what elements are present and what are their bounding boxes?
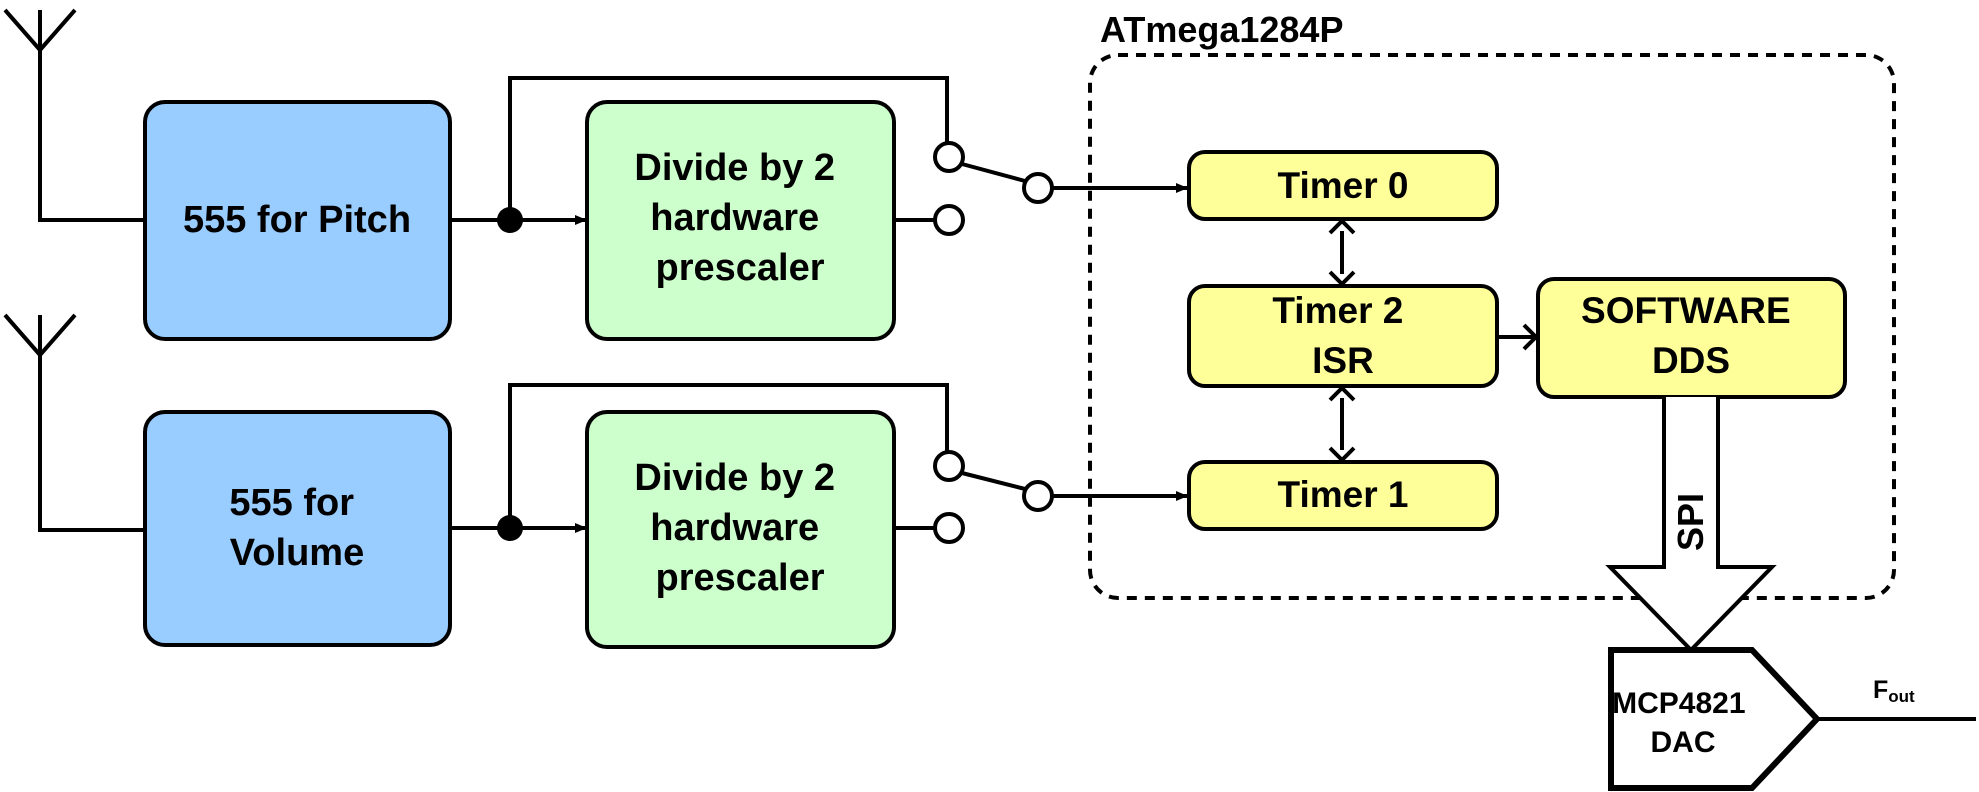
- timer2-isr-block: Timer 2 ISR: [1187, 284, 1499, 388]
- dds-label-line1: SOFTWARE: [1581, 290, 1791, 331]
- prescaler-pitch-label-line2: hardware: [650, 197, 819, 239]
- dac-label-line1: MCP4821: [1612, 687, 1745, 720]
- oscillator-volume-label-line1: 555 for: [229, 482, 354, 524]
- output-label: Fout: [1873, 676, 1915, 706]
- prescaler-volume-label-line3: prescaler: [655, 557, 824, 599]
- oscillator-pitch-block: 555 for Pitch: [143, 100, 452, 341]
- svg-text:SOFTWARE DDS: SOFTWARE DDS: [1581, 290, 1801, 381]
- oscillator-volume-block: 555 for Volume: [143, 410, 452, 647]
- mcu-boundary: [1088, 53, 1896, 600]
- arrow-icon: [1328, 385, 1356, 463]
- prescaler-pitch-block: Divide by 2 hardware prescaler: [585, 100, 896, 341]
- svg-text:Divide by 2 hardware: Divide by 2 hardware prescaler: [634, 457, 845, 599]
- timer2-label-line1: Timer 2: [1272, 290, 1403, 331]
- svg-text:555 for Volume: 555 for Volume: [229, 482, 364, 574]
- spi-label: SPI: [1670, 493, 1711, 551]
- arrow-icon: [1328, 218, 1356, 287]
- software-dds-block: SOFTWARE DDS: [1536, 277, 1847, 399]
- antenna-icon: [3, 8, 145, 222]
- prescaler-volume-block: Divide by 2 hardware prescaler: [585, 410, 896, 649]
- oscillator-volume-label-line2: Volume: [230, 532, 364, 574]
- dac-label-line2: DAC: [1651, 726, 1716, 759]
- dac-block: MCP4821 DAC: [1608, 647, 1822, 791]
- prescaler-pitch-label-line3: prescaler: [655, 247, 824, 289]
- dds-label-line2: DDS: [1652, 340, 1730, 381]
- svg-text:555 for Pitch: 555 for Pitch: [183, 199, 411, 241]
- svg-text:MCP4821 DAC: MCP4821 DAC: [1612, 687, 1754, 759]
- prescaler-pitch-label-line1: Divide by 2: [634, 147, 835, 189]
- timer1-block: Timer 1: [1187, 460, 1499, 531]
- antenna-icon: [3, 313, 145, 532]
- output-label-sub: out: [1888, 687, 1915, 706]
- timer0-label: Timer 0: [1278, 165, 1409, 206]
- timer0-block: Timer 0: [1187, 150, 1499, 221]
- svg-text:Timer 0: Timer 0: [1278, 165, 1409, 206]
- arrow-icon: [1497, 323, 1539, 351]
- output-label-main: F: [1873, 676, 1888, 704]
- switch-icon: [933, 450, 1054, 544]
- svg-text:Timer 1: Timer 1: [1278, 474, 1409, 515]
- svg-text:Timer 2 ISR: Timer 2 ISR: [1272, 290, 1413, 381]
- timer2-label-line2: ISR: [1312, 340, 1374, 381]
- pitch-wiring: [450, 76, 1188, 233]
- timer1-label: Timer 1: [1278, 474, 1409, 515]
- volume-wiring: [450, 383, 1188, 541]
- prescaler-volume-label-line2: hardware: [650, 507, 819, 549]
- prescaler-volume-label-line1: Divide by 2: [634, 457, 835, 499]
- switch-icon: [933, 141, 1054, 236]
- svg-text:Divide by 2 hardware: Divide by 2 hardware prescaler: [634, 147, 845, 289]
- oscillator-pitch-label: 555 for Pitch: [183, 199, 411, 241]
- mcu-title: ATmega1284P: [1100, 9, 1343, 50]
